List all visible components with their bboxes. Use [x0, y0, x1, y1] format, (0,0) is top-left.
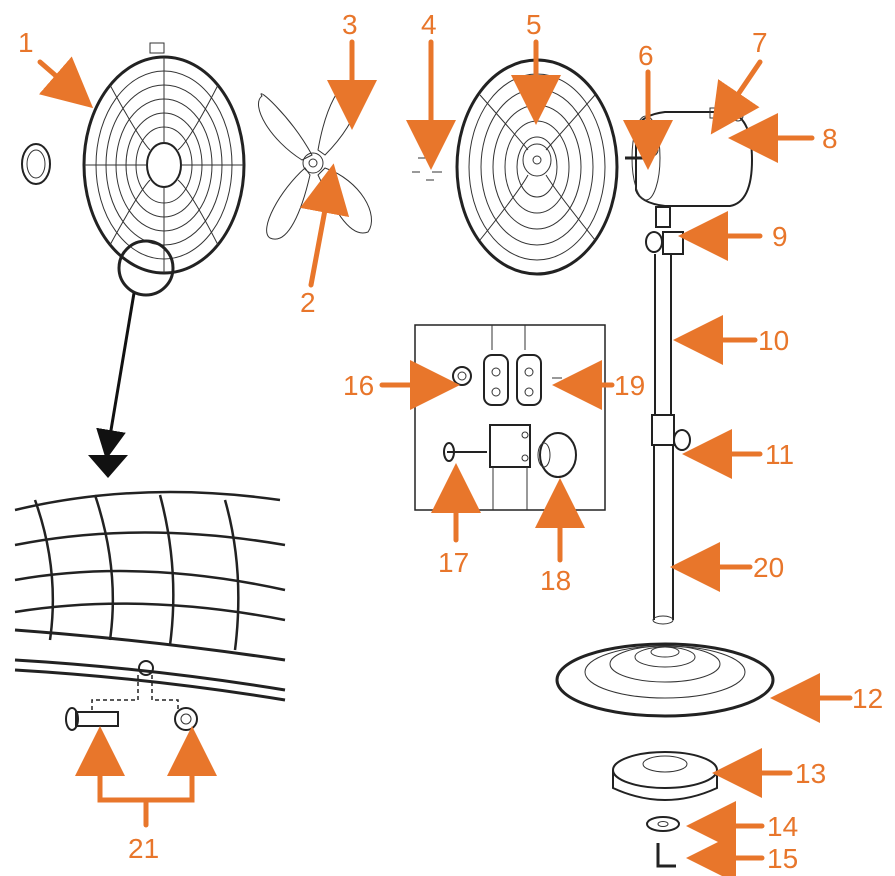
- label-6: 6: [638, 40, 654, 71]
- hardware-inset: [414, 324, 606, 511]
- zoom-circle: [117, 239, 175, 297]
- label-17: 17: [438, 547, 469, 578]
- ring-nut: [21, 143, 51, 185]
- grille-detail: [14, 490, 286, 731]
- motor-housing: [625, 107, 754, 207]
- fan-base: [555, 642, 775, 718]
- label-19: 19: [614, 370, 645, 401]
- label-7: 7: [752, 27, 768, 58]
- fan-pole: [645, 206, 691, 625]
- label-10: 10: [758, 325, 789, 356]
- base-weight: [612, 751, 718, 801]
- label-5: 5: [526, 9, 542, 40]
- label-3: 3: [342, 9, 358, 40]
- label-15: 15: [767, 843, 798, 874]
- label-21: 21: [128, 833, 159, 864]
- label-12: 12: [852, 683, 883, 714]
- label-4: 4: [421, 9, 437, 40]
- label-18: 18: [540, 565, 571, 596]
- label-8: 8: [822, 123, 838, 154]
- washer: [646, 816, 680, 832]
- label-14: 14: [767, 811, 798, 842]
- zoom-arrow: [96, 292, 136, 460]
- label-11: 11: [765, 439, 794, 470]
- callout-arrows: [37, 39, 853, 876]
- allen-key: [656, 843, 676, 868]
- label-2: 2: [300, 287, 316, 318]
- small-screws: [412, 157, 442, 181]
- rear-grille: [82, 42, 246, 275]
- label-1: 1: [18, 27, 34, 58]
- label-16: 16: [343, 370, 374, 401]
- label-20: 20: [753, 552, 784, 583]
- fan-blade: [257, 80, 372, 240]
- label-9: 9: [772, 221, 788, 252]
- zoom-arrowhead: [88, 455, 128, 478]
- label-13: 13: [795, 758, 826, 789]
